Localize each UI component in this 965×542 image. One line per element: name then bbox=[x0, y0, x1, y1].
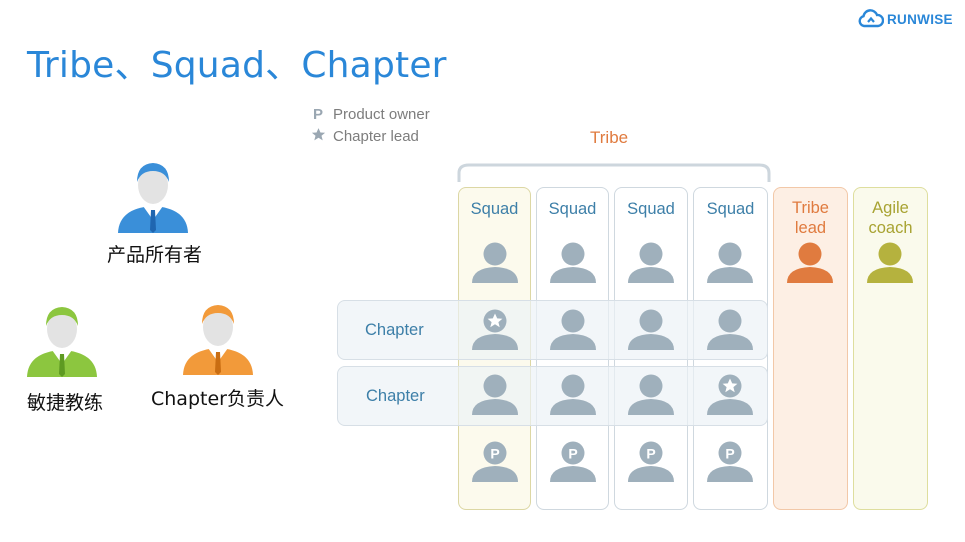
tribe-lead-icon bbox=[787, 242, 833, 283]
tribe-label: Tribe bbox=[590, 128, 629, 147]
member-icon bbox=[707, 242, 753, 283]
member-icon bbox=[472, 242, 518, 283]
chapter-row-1: Chapter bbox=[337, 300, 768, 360]
star-icon bbox=[310, 127, 326, 146]
legend-label: Chapter lead bbox=[333, 128, 419, 145]
product-owner-icon: P bbox=[628, 441, 674, 482]
member-icon bbox=[550, 242, 596, 283]
tribe-brace bbox=[457, 163, 771, 182]
product-owner-icon: P bbox=[707, 441, 753, 482]
chapter-lead-icon bbox=[707, 374, 753, 415]
member-icon bbox=[628, 242, 674, 283]
product-owner-role-icon bbox=[118, 163, 188, 233]
chapter-lead-role-icon bbox=[183, 305, 253, 375]
member-icon bbox=[628, 309, 674, 350]
squad-label: Squad bbox=[706, 200, 755, 218]
chapter-lead-icon bbox=[472, 309, 518, 350]
member-icon bbox=[472, 374, 518, 415]
squad-label: Squad bbox=[627, 200, 675, 218]
product-owner-icon: P bbox=[472, 441, 518, 482]
member-icon bbox=[707, 309, 753, 350]
member-icon bbox=[550, 374, 596, 415]
agile-coach-label: Agile coach bbox=[868, 199, 913, 237]
member-icon bbox=[550, 309, 596, 350]
squad-label: Squad bbox=[548, 200, 597, 218]
chapter-row-2: Chapter bbox=[337, 366, 768, 426]
legend-label: Product owner bbox=[333, 106, 430, 123]
po-marker: P bbox=[312, 106, 323, 123]
chapter-label: Chapter bbox=[366, 387, 425, 405]
cloud-logo-icon bbox=[858, 9, 884, 28]
agile-coach-icon bbox=[867, 242, 913, 283]
runwise-logo: RUNWISE bbox=[858, 8, 953, 30]
page-title: Tribe、Squad、Chapter bbox=[27, 45, 447, 86]
po-marker: P bbox=[568, 446, 577, 462]
tribe-lead-label: Tribe lead bbox=[792, 199, 829, 237]
logo-text: RUNWISE bbox=[887, 11, 953, 27]
squad-label: Squad bbox=[470, 200, 519, 218]
agile-coach-role-label: 敏捷教练 bbox=[27, 392, 104, 414]
po-marker: P bbox=[725, 446, 734, 462]
po-marker: P bbox=[490, 446, 499, 462]
product-owner-role-label: 产品所有者 bbox=[107, 244, 203, 266]
legend-item-chapter-lead: Chapter lead bbox=[310, 127, 419, 146]
agile-coach-column: Agile coach bbox=[853, 187, 928, 510]
po-marker: P bbox=[646, 446, 655, 462]
product-owner-icon: P bbox=[550, 441, 596, 482]
member-icon bbox=[628, 374, 674, 415]
tribe-lead-column: Tribe lead bbox=[773, 187, 848, 510]
chapter-label: Chapter bbox=[365, 321, 424, 339]
agile-coach-role-icon bbox=[27, 307, 97, 377]
legend-item-product-owner: P Product owner bbox=[310, 106, 430, 123]
chapter-lead-role-label: Chapter负责人 bbox=[151, 388, 284, 410]
